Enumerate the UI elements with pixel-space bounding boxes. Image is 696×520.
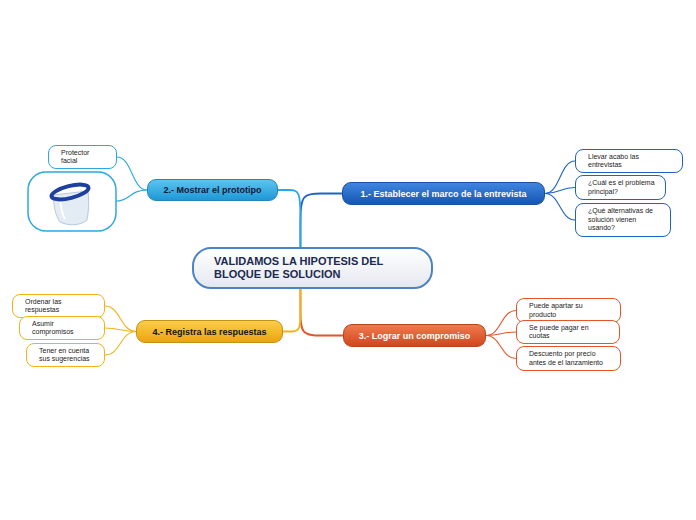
face-shield-picture bbox=[50, 182, 90, 225]
branch-connector bbox=[283, 289, 300, 332]
branch-topic: 3.- Lograr un compromiso bbox=[343, 324, 486, 347]
central-topic: VALIDAMOS LA HIPOTESIS DEL BLOQUE DE SOL… bbox=[192, 247, 433, 288]
head-band bbox=[50, 182, 90, 203]
leader-line bbox=[116, 190, 147, 201]
branch-text: 1.- Establecer el marco de la entrevista bbox=[360, 189, 526, 199]
branch-connector bbox=[300, 194, 342, 248]
branch-connector bbox=[117, 157, 147, 190]
subtopic-text: Tener en cuenta sus sugerencias bbox=[39, 347, 95, 364]
branch-topic: 2.- Mostrar el prototipo bbox=[147, 179, 278, 201]
subtopic-text: Se puede pagar en cuotas bbox=[529, 324, 610, 341]
branch-text: 4.- Registra las respuestas bbox=[152, 327, 266, 337]
topic-text: VALIDAMOS LA HIPOTESIS DEL BLOQUE DE SOL… bbox=[214, 255, 417, 280]
branch-connector bbox=[300, 289, 343, 336]
subtopic-box: ¿Qué alternativas de solución vienen usa… bbox=[575, 203, 671, 236]
subtopic-box: Asumir compromisos bbox=[19, 316, 105, 341]
subtopic-box: Protector facial bbox=[48, 145, 117, 170]
subtopic-text: Protector facial bbox=[61, 149, 107, 166]
branch-connector bbox=[105, 328, 136, 332]
subtopic-box: Llevar acabo las entrevistas bbox=[575, 149, 683, 174]
subtopic-text: Llevar acabo las entrevistas bbox=[588, 153, 673, 170]
branch-topic: 1.- Establecer el marco de la entrevista bbox=[342, 182, 545, 205]
subtopic-text: Puede apartar su producto bbox=[529, 302, 611, 319]
image-frame bbox=[28, 172, 116, 231]
shield-shine bbox=[60, 200, 65, 219]
subtopic-box: Tener en cuenta sus sugerencias bbox=[26, 343, 105, 368]
branch-connector bbox=[545, 194, 575, 220]
branch-connector bbox=[545, 188, 575, 194]
branch-connector bbox=[105, 306, 136, 332]
branch-connector bbox=[278, 190, 300, 247]
subtopic-text: ¿Cuál es el problema principal? bbox=[588, 179, 656, 196]
branch-connector bbox=[486, 332, 516, 336]
subtopic-box: Se puede pagar en cuotas bbox=[516, 320, 620, 345]
subtopic-box: Descuento por precio antes de el lanzami… bbox=[516, 346, 621, 371]
subtopic-text: Asumir compromisos bbox=[32, 320, 95, 337]
branch-connector bbox=[105, 332, 136, 356]
subtopic-text: Ordenar las respuestas bbox=[25, 298, 95, 315]
branch-connector bbox=[486, 336, 516, 359]
branch-connector bbox=[545, 161, 575, 194]
branch-text: 3.- Lograr un compromiso bbox=[359, 331, 471, 341]
branch-topic: 4.- Registra las respuestas bbox=[136, 320, 283, 343]
branch-text: 2.- Mostrar el prototipo bbox=[163, 185, 261, 195]
subtopic-text: ¿Qué alternativas de solución vienen usa… bbox=[588, 207, 661, 232]
subtopic-text: Descuento por precio antes de el lanzami… bbox=[529, 350, 611, 367]
subtopic-box: ¿Cuál es el problema principal? bbox=[575, 175, 666, 200]
branch-connector bbox=[486, 311, 516, 336]
subtopic-box: Ordenar las respuestas bbox=[12, 294, 105, 319]
